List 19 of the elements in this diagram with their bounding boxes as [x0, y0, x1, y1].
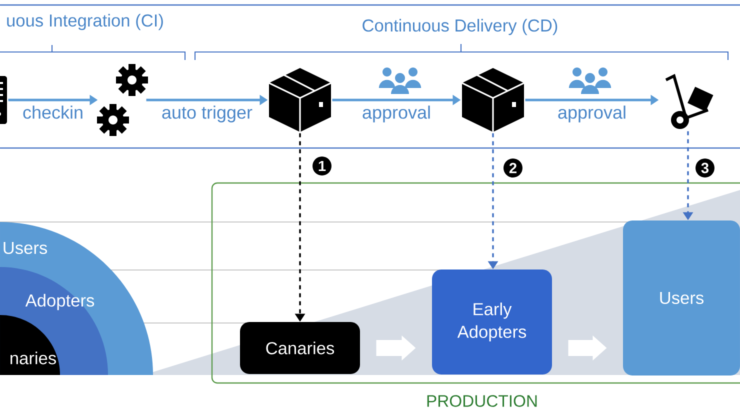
section-title: uous Integration (CI) [7, 14, 163, 30]
package-drawing [268, 68, 332, 133]
node-label: PRODUCTION [427, 395, 537, 407]
callout-number: 3 [696, 158, 714, 178]
gears-drawing [97, 64, 148, 136]
edge-label: approval [556, 104, 628, 124]
hand-truck-drawing [665, 74, 714, 129]
computer-drawing [0, 76, 7, 124]
edge-label: auto trigger [160, 104, 254, 124]
package-drawing [461, 68, 525, 133]
users-box: Users [623, 220, 740, 376]
ring-segment: naries [0, 315, 60, 375]
edge-label: approval [360, 104, 432, 124]
callout-number: 2 [504, 158, 522, 178]
section-title: Continuous Delivery (CD) [362, 18, 558, 36]
early-adopters-box: Early Adopters [432, 270, 552, 374]
callout-number: 1 [312, 156, 332, 176]
edge-label: checkin [21, 104, 85, 120]
canaries-box: Canaries [240, 322, 360, 374]
